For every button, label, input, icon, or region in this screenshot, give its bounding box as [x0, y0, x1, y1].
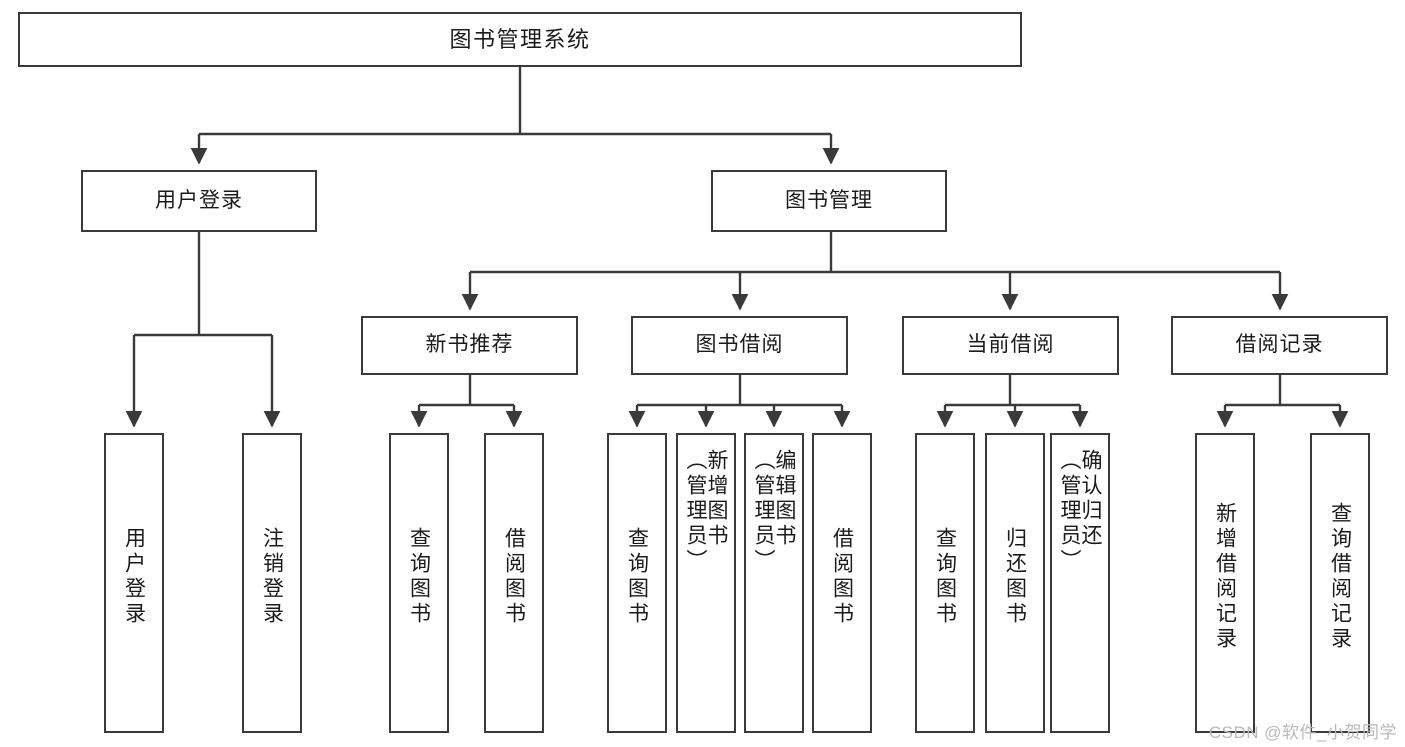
csdn-watermark: CSDN @软件_小贺同学 [1208, 723, 1397, 742]
leaf-current-borrow-return-book[interactable]: 归还图书 [985, 433, 1045, 733]
leaf-book-borrow-query-book[interactable]: 查询图书 [607, 433, 667, 733]
node-label: 借阅图书 [502, 527, 526, 627]
leaf-current-borrow-confirm-return-admin[interactable]: 确认归还 （管理员） [1050, 433, 1110, 733]
node-label: 注销登录 [260, 527, 284, 627]
leaf-new-book-query-book[interactable]: 查询图书 [389, 433, 449, 733]
node-label: 新书推荐 [425, 333, 514, 357]
node-label: 图书管理系统 [449, 26, 591, 52]
node-label: 用户登录 [122, 527, 146, 627]
leaf-current-borrow-query-book[interactable]: 查询图书 [915, 433, 975, 733]
node-label: 归还图书 [1003, 527, 1027, 627]
leaf-user-login-login[interactable]: 用户登录 [104, 433, 164, 733]
leaf-borrow-record-query-record[interactable]: 查询借阅记录 [1310, 433, 1370, 733]
leaf-book-borrow-borrow-book[interactable]: 借阅图书 [812, 433, 872, 733]
node-label: 借阅记录 [1235, 333, 1324, 357]
node-book-management[interactable]: 图书管理 [711, 170, 947, 232]
node-current-borrow[interactable]: 当前借阅 [902, 316, 1119, 375]
node-label: 图书借阅 [695, 333, 784, 357]
leaf-user-login-logout[interactable]: 注销登录 [242, 433, 302, 733]
node-book-borrow[interactable]: 图书借阅 [631, 316, 848, 375]
node-user-login[interactable]: 用户登录 [81, 170, 317, 232]
leaf-borrow-record-add-record[interactable]: 新增借阅记录 [1195, 433, 1255, 733]
leaf-book-borrow-edit-book-admin[interactable]: 编辑图书 （管理员） [744, 433, 804, 733]
node-borrow-record[interactable]: 借阅记录 [1171, 316, 1388, 375]
node-label: 确认归还 （管理员） [1058, 449, 1102, 574]
node-label: 新增借阅记录 [1213, 502, 1237, 652]
node-label: 编辑图书 （管理员） [752, 449, 796, 574]
node-label: 查询图书 [933, 527, 957, 627]
node-label: 借阅图书 [830, 527, 854, 627]
node-new-book-recommend[interactable]: 新书推荐 [361, 316, 578, 375]
node-label: 用户登录 [155, 188, 243, 212]
node-label: 查询图书 [407, 527, 431, 627]
node-label: 查询借阅记录 [1328, 502, 1352, 652]
node-root-book-management-system[interactable]: 图书管理系统 [18, 12, 1022, 67]
node-label: 当前借阅 [966, 333, 1055, 357]
node-label: 查询图书 [625, 527, 649, 627]
node-label: 图书管理 [785, 188, 873, 212]
node-label: 新增图书 （管理员） [684, 449, 728, 574]
leaf-book-borrow-add-book-admin[interactable]: 新增图书 （管理员） [676, 433, 736, 733]
leaf-new-book-borrow-book[interactable]: 借阅图书 [484, 433, 544, 733]
